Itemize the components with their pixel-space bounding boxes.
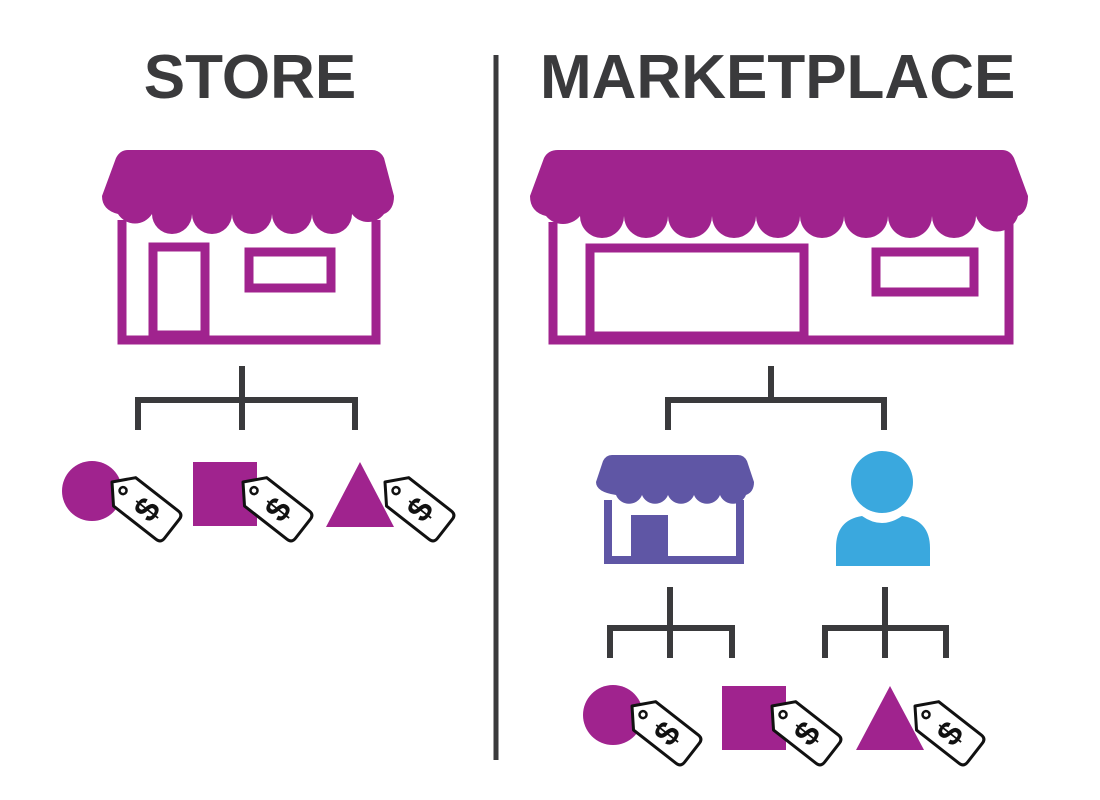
marketplace-product-circle — [583, 685, 643, 745]
person-icon — [836, 451, 930, 566]
store-product-triangle — [326, 462, 394, 527]
marketplace-product-triangle — [856, 686, 924, 750]
marketplace-storefront-icon — [530, 150, 1028, 345]
seller-store-connector — [607, 587, 735, 658]
marketplace-connector — [665, 366, 887, 430]
marketplace-title: MARKETPLACE — [540, 43, 1016, 112]
store-connector — [135, 366, 358, 430]
seller-storefront-icon — [596, 455, 754, 564]
store-product-circle — [62, 461, 122, 521]
store-price-tag-icon — [372, 466, 458, 545]
marketplace-price-tag-icon — [902, 690, 988, 769]
individual-seller-connector — [822, 587, 949, 658]
store-title: STORE — [143, 43, 357, 112]
store-storefront-icon — [102, 150, 394, 345]
